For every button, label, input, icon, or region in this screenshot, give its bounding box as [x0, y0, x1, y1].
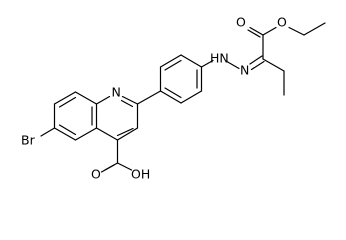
ethyl-side-chain — [262, 58, 285, 96]
bromine-label: Br — [21, 133, 36, 148]
pyridine-ring — [95, 95, 139, 141]
carbonyl-oxygen-label: O — [91, 167, 101, 182]
nh-label: HN — [210, 51, 229, 66]
hydroxyl-label: OH — [131, 167, 150, 182]
ester-carbonyl-oxygen-label: O — [236, 15, 246, 30]
biaryl-bond — [136, 90, 162, 105]
hydrazone-chain — [200, 55, 265, 71]
benzo-ring — [53, 91, 98, 141]
phenyl-ring — [159, 54, 203, 104]
ester-oxygen-label: O — [277, 15, 287, 30]
hydrazone-nitrogen-label: N — [240, 63, 249, 78]
carboxylic-acid-group — [100, 139, 133, 173]
c-br-bond — [40, 127, 56, 137]
ester-group — [247, 22, 326, 60]
ring-nitrogen-label: N — [112, 85, 121, 100]
chemical-structure: Br N HN N O OH O O — [21, 15, 326, 182]
